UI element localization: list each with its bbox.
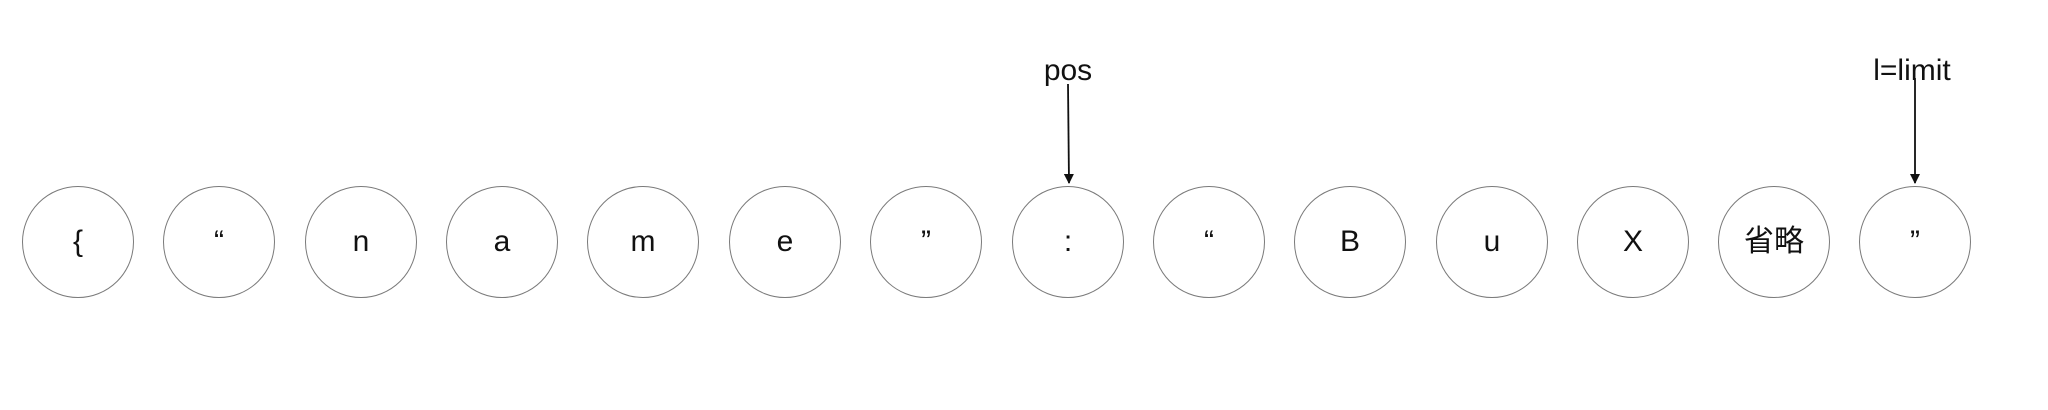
cell-label: ”	[921, 225, 931, 258]
cell-label: ”	[1910, 225, 1920, 258]
buffer-cell-13: ”	[1859, 186, 1971, 298]
buffer-cell-12: 省略	[1718, 186, 1830, 298]
cell-label: e	[776, 225, 794, 258]
pos-pointer-label: pos	[1043, 54, 1093, 87]
cell-label: “	[214, 225, 224, 258]
buffer-cell-1: “	[163, 186, 275, 298]
buffer-cell-8: “	[1153, 186, 1265, 298]
buffer-cell-4: m	[587, 186, 699, 298]
buffer-cell-2: n	[305, 186, 417, 298]
cell-label: m	[630, 225, 656, 258]
cell-label: X	[1622, 225, 1643, 258]
buffer-cell-7: :	[1012, 186, 1124, 298]
cell-label: 省略	[1744, 225, 1804, 258]
pos-arrow	[1063, 83, 1074, 184]
buffer-cell-10: u	[1436, 186, 1548, 298]
cell-label: n	[352, 225, 370, 258]
buffer-cell-6: ”	[870, 186, 982, 298]
limit-pointer-label: l=limit	[1873, 54, 1951, 87]
buffer-cell-5: e	[729, 186, 841, 298]
cell-label: “	[1204, 225, 1214, 258]
buffer-cell-9: B	[1294, 186, 1406, 298]
buffer-cell-0: {	[22, 186, 134, 298]
cell-label: :	[1063, 225, 1073, 258]
cell-label: {	[72, 225, 84, 258]
cell-label: u	[1483, 225, 1501, 258]
buffer-cell-11: X	[1577, 186, 1689, 298]
cell-label: B	[1339, 225, 1360, 258]
cell-label: a	[493, 225, 511, 258]
buffer-cell-3: a	[446, 186, 558, 298]
